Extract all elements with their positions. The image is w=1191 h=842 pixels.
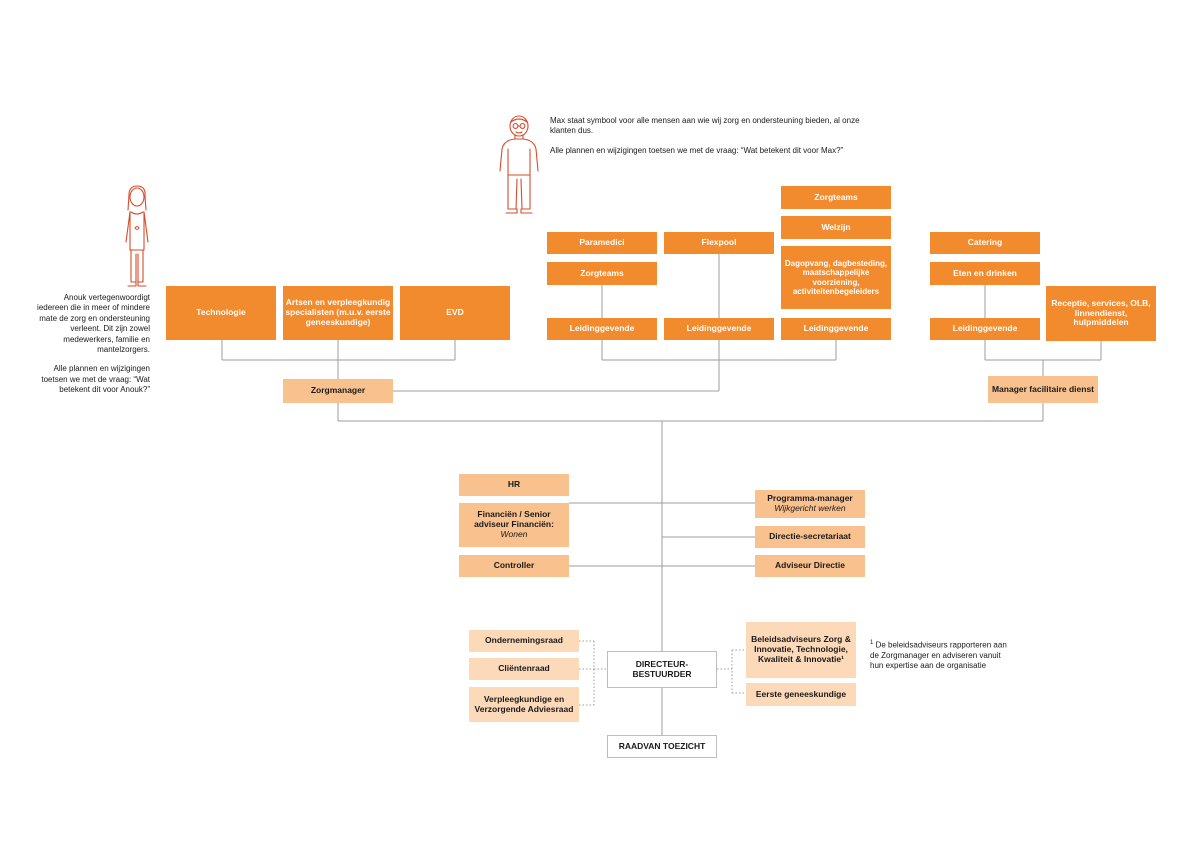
box-dagopvang: Dagopvang, dagbesteding, maatschappelijk… [781,246,891,309]
max-note-2: Alle plannen en wijzigingen toetsen we m… [550,145,844,155]
box-manager-facilitair: Manager facilitaire dienst [988,376,1098,403]
box-flexpool: Flexpool [664,232,774,254]
max-note-1: Max staat symbool voor alle mensen aan w… [550,116,860,136]
box-raad-van-toezicht: RAADVAN TOEZICHT [607,735,717,758]
box-artsen: Artsen en verpleegkundig specialisten (m… [283,286,393,340]
box-leidinggevende-3: Leidinggevende [781,318,891,340]
footnote: 1 De beleidsadviseurs rapporteren aan de… [870,640,1015,672]
box-ondernemingsraad: Ondernemingsraad [469,630,579,652]
box-zorgteams-b: Zorgteams [781,186,891,209]
box-eerste-geneeskundige: Eerste geneeskundige [746,683,856,706]
box-controller: Controller [459,555,569,577]
programma-manager-sub: Wijkgericht werken [774,503,846,513]
box-zorgmanager: Zorgmanager [283,379,393,403]
box-leidinggevende-2: Leidinggevende [664,318,774,340]
anouk-description: Anouk vertegenwoordigt iedereen die in m… [36,293,150,405]
box-clientenraad: Cliëntenraad [469,658,579,680]
box-eten-en-drinken: Eten en drinken [930,262,1040,285]
box-financien: Financiën / Senior adviseur Financiën: W… [459,503,569,547]
box-welzijn: Welzijn [781,216,891,239]
box-verpleegkundige-adviesraad: Verpleegkundige en Verzorgende Adviesraa… [469,687,579,722]
box-beleidsadviseurs: Beleidsadviseurs Zorg & Innovatie, Techn… [746,622,856,678]
max-person-icon [499,115,539,214]
anouk-note-2: Alle plannen en wijzigingen toetsen we m… [41,364,150,395]
box-adviseur-directie: Adviseur Directie [755,555,865,577]
box-catering: Catering [930,232,1040,254]
box-receptie: Receptie, services, OLB, linnendienst, h… [1046,286,1156,341]
box-leidinggevende-1: Leidinggevende [547,318,657,340]
box-technologie: Technologie [166,286,276,340]
footnote-text: De beleidsadviseurs rapporteren aan de Z… [870,640,1007,671]
max-description: Max staat symbool voor alle mensen aan w… [550,116,880,165]
box-paramedici: Paramedici [547,232,657,254]
box-zorgteams-a: Zorgteams [547,262,657,285]
footnote-mark: 1 [870,640,874,646]
box-leidinggevende-4: Leidinggevende [930,318,1040,340]
anouk-note-1: Anouk vertegenwoordigt iedereen die in m… [37,293,150,354]
box-directeur-bestuurder: DIRECTEUR-BESTUURDER [607,651,717,688]
box-hr: HR [459,474,569,496]
box-evd: EVD [400,286,510,340]
box-programma-manager: Programma-manager Wijkgericht werken [755,490,865,518]
anouk-person-icon [125,185,149,287]
box-directie-secretariaat: Directie-secretariaat [755,526,865,548]
financien-sub: Wonen [500,528,528,539]
